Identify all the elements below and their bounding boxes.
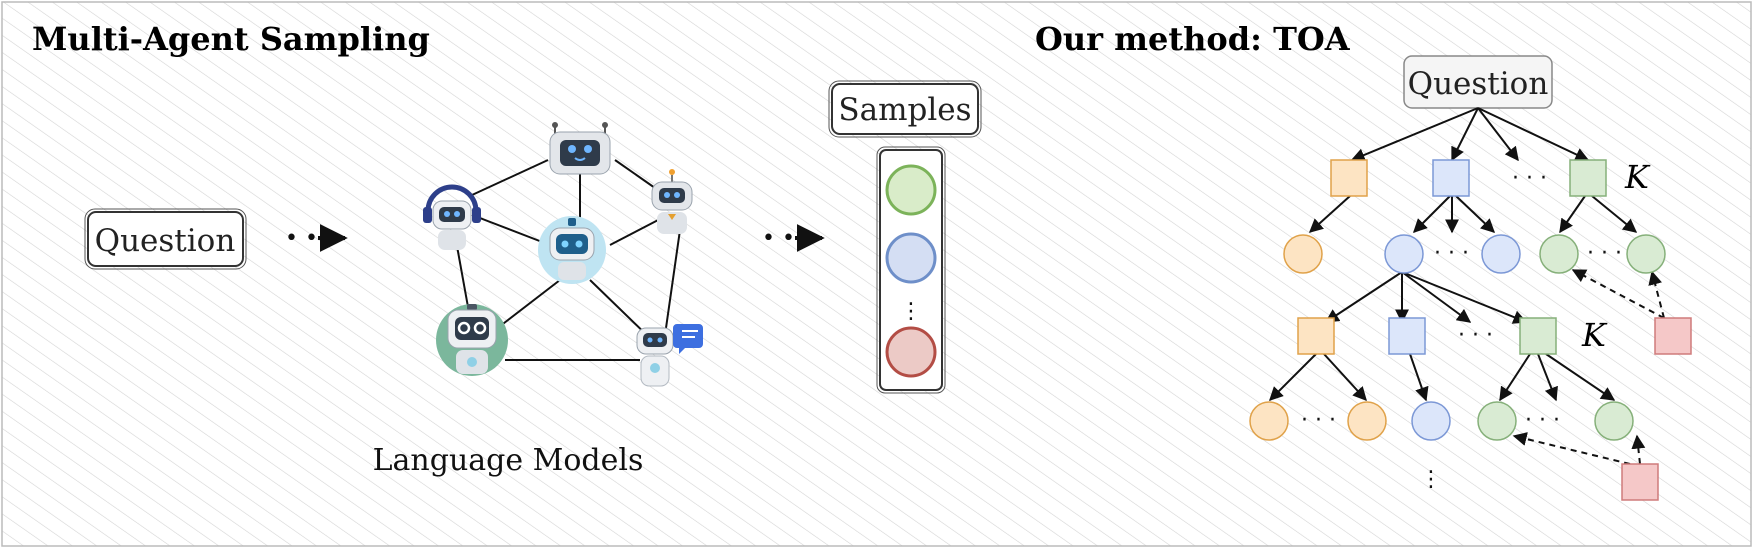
sample-red bbox=[885, 326, 937, 378]
tree-node-circle-green bbox=[1594, 401, 1634, 441]
tree-node-circle-blue bbox=[1384, 234, 1424, 274]
dotted-arrow-1: • • • bbox=[285, 224, 348, 252]
ellipsis-l2a: · · · bbox=[1434, 241, 1469, 266]
tree-node-circle-blue bbox=[1481, 234, 1521, 274]
tree-node-square-blue bbox=[1388, 317, 1426, 355]
headphones-robot-icon bbox=[423, 184, 481, 250]
tree-node-square-green bbox=[1569, 159, 1607, 197]
question-label-left: Question bbox=[95, 223, 236, 259]
samples-label: Samples bbox=[838, 92, 971, 128]
ellipsis-l3: · · · bbox=[1458, 323, 1493, 348]
tree-node-square-red bbox=[1621, 463, 1659, 501]
question-box-left: Question bbox=[84, 208, 247, 270]
chat-robot-icon bbox=[636, 324, 703, 387]
ellipsis-l4a: · · · bbox=[1301, 408, 1336, 433]
tree-node-circle-orange bbox=[1283, 234, 1323, 274]
tree-node-circle-green bbox=[1477, 401, 1517, 441]
samples-box: Samples bbox=[828, 80, 982, 138]
samples-column: ⋮ bbox=[876, 146, 946, 394]
robot-icon bbox=[436, 304, 508, 376]
root-question-label: Question bbox=[1408, 66, 1549, 102]
tree-node-circle-green bbox=[1626, 234, 1666, 274]
vertical-ellipsis: ⋮ bbox=[1420, 467, 1442, 492]
robot-icon bbox=[651, 169, 693, 234]
sample-blue bbox=[885, 232, 937, 284]
tree-node-circle-blue bbox=[1411, 401, 1451, 441]
dotted-arrow-2: • • • bbox=[762, 224, 825, 252]
models-caption: Language Models bbox=[373, 443, 644, 478]
sample-green bbox=[885, 164, 937, 216]
tree-node-square-green bbox=[1519, 317, 1557, 355]
left-title: Multi-Agent Sampling bbox=[32, 20, 430, 58]
dashed-feedback-arrows bbox=[1512, 269, 1665, 465]
tree-node-square-red bbox=[1654, 317, 1692, 355]
tree-node-circle-orange bbox=[1249, 401, 1289, 441]
right-title: Our method: TOA bbox=[1035, 20, 1351, 58]
tree-node-square-blue bbox=[1432, 159, 1470, 197]
ellipsis-l1: · · · bbox=[1512, 166, 1547, 191]
tree-edges bbox=[1269, 107, 1638, 402]
robot-icon bbox=[549, 122, 611, 175]
agent-network-edges bbox=[454, 159, 681, 361]
robot-icon bbox=[538, 216, 606, 284]
ellipsis-l2b: · · · bbox=[1587, 241, 1622, 266]
tree-node-circle-orange bbox=[1347, 401, 1387, 441]
ellipsis-l4b: · · · bbox=[1525, 408, 1560, 433]
samples-vertical-ellipsis: ⋮ bbox=[900, 299, 922, 324]
tree-node-square-orange bbox=[1297, 317, 1335, 355]
tree-node-square-orange bbox=[1330, 159, 1368, 197]
tree-node-circle-green bbox=[1539, 234, 1579, 274]
k-label-2: K bbox=[1581, 316, 1608, 354]
root-question-box: Question bbox=[1403, 55, 1553, 109]
k-label-1: K bbox=[1624, 158, 1651, 196]
